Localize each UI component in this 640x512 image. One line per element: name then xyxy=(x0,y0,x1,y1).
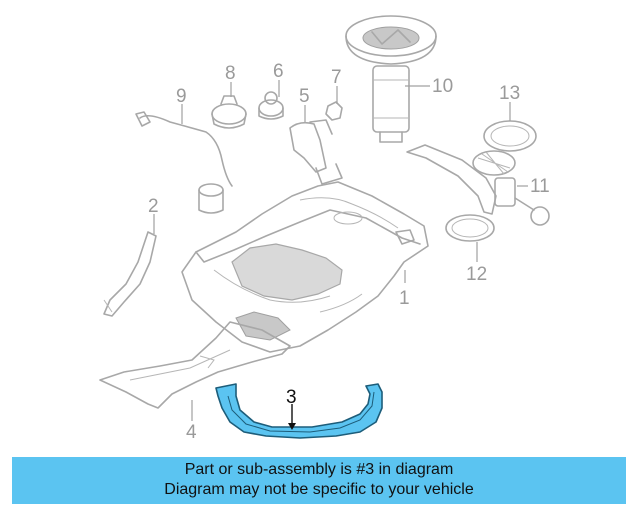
lock-ring xyxy=(483,120,537,152)
underbody-shield xyxy=(99,321,291,409)
filler-neck xyxy=(289,119,333,173)
fuel-tank-strap xyxy=(215,383,383,439)
callout-12: 12 xyxy=(466,264,487,285)
callout-7: 7 xyxy=(331,67,342,88)
caption-line-1: Part or sub-assembly is #3 in diagram xyxy=(184,461,454,478)
retaining-clip xyxy=(325,101,343,121)
heat-shield xyxy=(103,231,157,317)
vent-hose xyxy=(135,111,233,214)
vent-valve xyxy=(211,95,247,129)
fuel-tank-exploded-diagram: 1 2 3 4 5 6 7 8 9 10 11 12 13 xyxy=(99,15,550,443)
callout-11: 11 xyxy=(530,176,550,197)
callout-9: 9 xyxy=(176,86,187,107)
callout-5: 5 xyxy=(299,86,310,107)
callout-1: 1 xyxy=(399,288,410,309)
callout-4: 4 xyxy=(186,422,197,443)
fuel-level-sender xyxy=(406,144,550,226)
callout-10: 10 xyxy=(432,76,453,97)
caption-line-2: Diagram may not be specific to your vehi… xyxy=(164,481,474,498)
callout-2: 2 xyxy=(148,196,159,217)
callout-13: 13 xyxy=(499,83,520,104)
callout-3: 3 xyxy=(286,387,297,408)
callout-6: 6 xyxy=(273,61,284,82)
fuel-pump-module xyxy=(345,15,437,143)
caption-banner: Part or sub-assembly is #3 in diagram Di… xyxy=(12,457,626,504)
callout-8: 8 xyxy=(225,63,236,84)
grommet xyxy=(258,91,284,120)
sealing-ring xyxy=(445,214,495,242)
fuel-tank xyxy=(181,163,429,353)
